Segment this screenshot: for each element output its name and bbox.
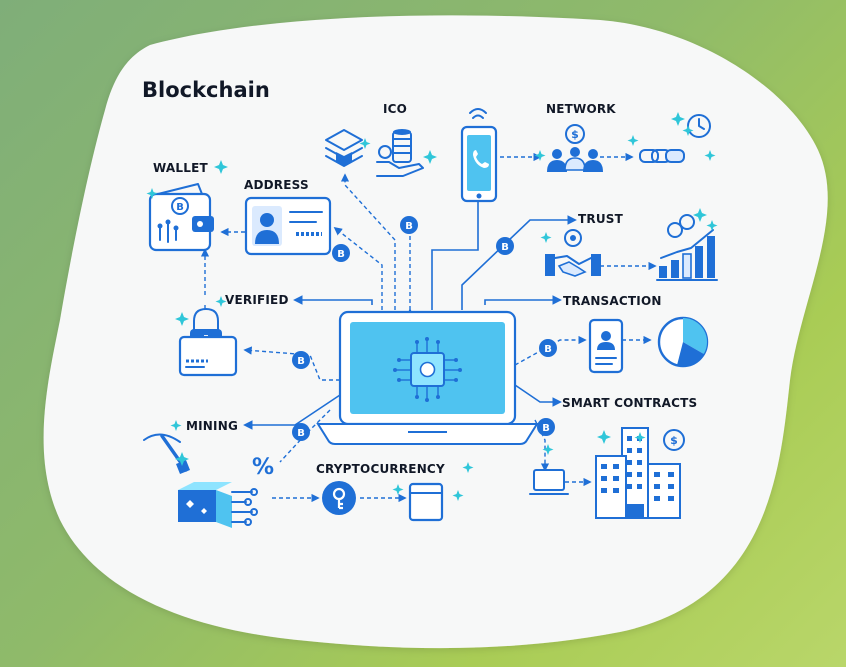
bitcoin-coin-icon: B bbox=[332, 244, 350, 262]
browser-window-icon bbox=[408, 482, 444, 522]
svg-text:B: B bbox=[501, 242, 509, 253]
label-cryptocurrency: CRYPTOCURRENCY bbox=[316, 462, 445, 476]
label-smart-contracts: SMART CONTRACTS bbox=[562, 396, 697, 410]
small-laptop-icon bbox=[529, 469, 569, 495]
bitcoin-coin-icon: B bbox=[400, 216, 418, 234]
label-mining: MINING bbox=[186, 419, 238, 433]
crypto-key-coin-icon bbox=[322, 481, 356, 515]
pie-chart-icon bbox=[657, 316, 709, 368]
svg-text:B: B bbox=[297, 428, 305, 439]
city-buildings-icon: $ bbox=[595, 427, 685, 519]
svg-text:B: B bbox=[297, 356, 305, 367]
mining-blocks-icon bbox=[178, 482, 258, 528]
chip-icon bbox=[393, 337, 462, 402]
svg-text:B: B bbox=[405, 221, 413, 232]
label-network: NETWORK bbox=[546, 102, 616, 116]
percent-icon: % bbox=[252, 455, 274, 480]
connector-verified bbox=[293, 295, 373, 305]
connector-smart-contracts bbox=[514, 384, 562, 407]
svg-text:$: $ bbox=[670, 434, 678, 447]
connector-lock bbox=[243, 346, 340, 381]
svg-text:$: $ bbox=[571, 128, 579, 141]
address-id-card-icon bbox=[244, 196, 332, 256]
laptop-icon bbox=[316, 310, 539, 445]
label-verified: VERIFIED bbox=[225, 293, 289, 307]
label-wallet: WALLET bbox=[153, 161, 208, 175]
svg-text:B: B bbox=[544, 344, 552, 355]
connectors bbox=[200, 152, 657, 503]
bitcoin-coin-icon: B bbox=[292, 351, 310, 369]
bitcoin-coin-icon: B bbox=[539, 339, 557, 357]
ico-coins-icon bbox=[376, 129, 424, 177]
connector-mining bbox=[243, 394, 341, 430]
connector-trust bbox=[461, 215, 577, 310]
network-people-icon: $ bbox=[547, 124, 603, 172]
wallet-icon: B bbox=[148, 183, 214, 252]
label-ico: ICO bbox=[383, 102, 407, 116]
connector-id-card bbox=[514, 335, 587, 366]
svg-text:B: B bbox=[542, 423, 550, 434]
coin-badges: B B B B B B B bbox=[292, 216, 557, 441]
svg-text:B: B bbox=[176, 202, 184, 213]
chain-link-icon bbox=[639, 149, 685, 163]
diagram-title: Blockchain bbox=[142, 78, 270, 102]
smartphone-icon bbox=[460, 108, 498, 203]
handshake-gear-icon bbox=[545, 229, 601, 277]
bitcoin-coin-icon: B bbox=[537, 418, 555, 436]
bitcoin-coin-icon: B bbox=[496, 237, 514, 255]
sparkle-decorations bbox=[146, 112, 718, 501]
label-address: ADDRESS bbox=[244, 178, 309, 192]
block-stack-icon bbox=[325, 129, 363, 167]
svg-text:B: B bbox=[337, 249, 345, 260]
label-transaction: TRANSACTION bbox=[563, 294, 662, 308]
label-trust: TRUST bbox=[578, 212, 624, 226]
padlock-verified-icon bbox=[178, 308, 238, 377]
growth-bar-chart-icon bbox=[656, 214, 718, 281]
connector-transaction bbox=[484, 295, 562, 305]
transaction-id-card-icon bbox=[588, 318, 624, 374]
connector-stack bbox=[340, 173, 396, 310]
connector-address bbox=[333, 226, 383, 310]
bitcoin-coin-icon: B bbox=[292, 423, 310, 441]
connector-phone bbox=[431, 200, 479, 310]
